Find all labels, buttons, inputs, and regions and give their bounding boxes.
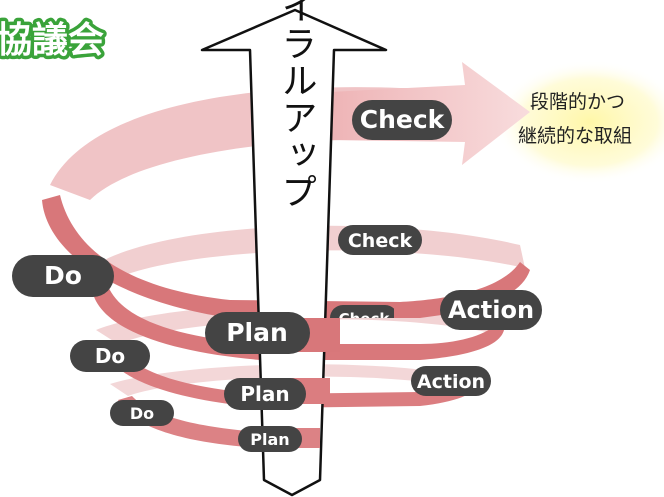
goal-note-line-2: 継続的な取組: [518, 125, 632, 147]
pdca-pill-plan-1: Plan: [205, 312, 310, 354]
pdca-pill-check-1: Check: [352, 100, 452, 140]
pill-label: Plan: [250, 430, 289, 449]
pill-label: Do: [44, 261, 82, 290]
pill-label: Do: [95, 344, 125, 368]
pdca-pill-check-3: Check: [330, 305, 394, 328]
pill-label: Action: [417, 371, 485, 393]
pdca-pill-do-3: Do: [110, 400, 174, 426]
pill-label: Check: [360, 105, 446, 134]
spiral-loop3-front-band: [104, 344, 478, 408]
pill-label: Plan: [240, 382, 289, 406]
pdca-pill-action-1: Action: [440, 290, 542, 330]
pill-label: Check: [348, 230, 413, 252]
page-title: 協議会: [0, 20, 104, 61]
pill-label: Plan: [226, 318, 288, 347]
pdca-pill-do-2: Do: [70, 340, 150, 372]
pdca-pill-plan-3: Plan: [238, 426, 302, 452]
spiral-up-label: スパイラルアップ: [276, 0, 317, 210]
goal-note-glow: [494, 60, 664, 184]
spiral-up-arrow: [200, 8, 388, 497]
pdca-pill-plan-2: Plan: [224, 378, 306, 410]
pdca-pill-do-1: Do: [12, 255, 114, 297]
pill-label: Do: [130, 404, 154, 423]
spiral-loop2-front-band: [92, 286, 504, 360]
spiral-loop4-back-band: [110, 364, 470, 396]
spiral-loop1-front-band: [42, 195, 530, 318]
pdca-pill-action-2: Action: [411, 366, 491, 396]
pill-label: Action: [448, 296, 534, 324]
pill-label: Check: [339, 310, 391, 328]
goal-note-line-1: 段階的かつ: [530, 91, 625, 113]
pdca-pill-check-2: Check: [338, 225, 422, 255]
